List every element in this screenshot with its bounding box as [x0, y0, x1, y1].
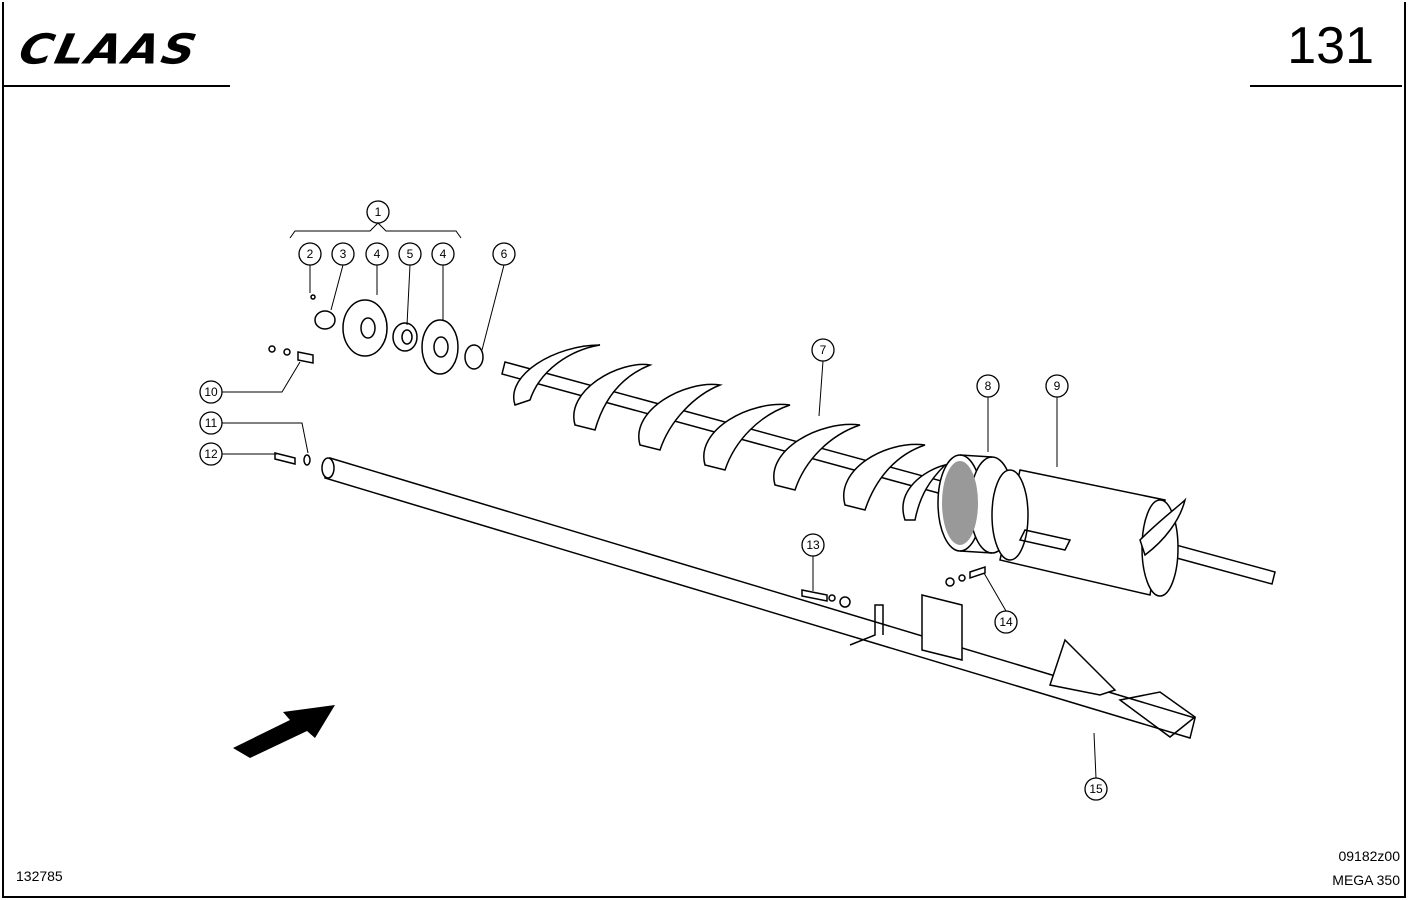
callout-12: 12 — [199, 442, 223, 466]
svg-text:15: 15 — [1089, 782, 1103, 796]
callout-10: 10 — [199, 380, 223, 404]
header-rule-right — [1250, 85, 1402, 87]
svg-text:8: 8 — [985, 379, 992, 393]
svg-text:6: 6 — [501, 247, 508, 261]
sheet-code: 09182z00 — [1338, 848, 1400, 864]
svg-text:4: 4 — [440, 247, 447, 261]
svg-text:2: 2 — [307, 247, 314, 261]
callout-11: 11 — [199, 411, 223, 435]
svg-text:7: 7 — [820, 343, 827, 357]
callout-13: 13 — [801, 533, 825, 557]
callout-1: 1 — [366, 200, 390, 224]
bearing-parts — [268, 294, 986, 608]
model-name: MEGA 350 — [1332, 872, 1400, 888]
callout-15: 15 — [1084, 777, 1108, 801]
svg-text:1: 1 — [375, 205, 382, 219]
svg-text:10: 10 — [204, 385, 218, 399]
callout-2: 2 — [298, 242, 322, 266]
svg-text:11: 11 — [205, 416, 218, 430]
callout-3: 3 — [331, 242, 355, 266]
svg-text:9: 9 — [1054, 379, 1061, 393]
page-number: 131 — [1287, 17, 1374, 75]
svg-text:12: 12 — [204, 447, 218, 461]
callout-9: 9 — [1045, 374, 1069, 398]
callout-4a: 4 — [365, 242, 389, 266]
tube-part-15 — [321, 457, 1197, 739]
callout-5: 5 — [398, 242, 422, 266]
svg-text:3: 3 — [340, 247, 347, 261]
drum-part-9 — [991, 469, 1187, 597]
callout-8: 8 — [976, 374, 1000, 398]
callout-6: 6 — [492, 242, 516, 266]
callout-7: 7 — [811, 338, 835, 362]
svg-text:14: 14 — [999, 615, 1013, 629]
drawing-id: 132785 — [16, 868, 63, 884]
leader-lines — [222, 222, 1097, 779]
svg-text:13: 13 — [806, 538, 820, 552]
callout-14: 14 — [994, 610, 1018, 634]
header-rule-left — [4, 85, 230, 87]
svg-text:4: 4 — [374, 247, 381, 261]
svg-text:5: 5 — [407, 247, 414, 261]
callout-4b: 4 — [431, 242, 455, 266]
direction-arrow-icon — [233, 705, 335, 758]
